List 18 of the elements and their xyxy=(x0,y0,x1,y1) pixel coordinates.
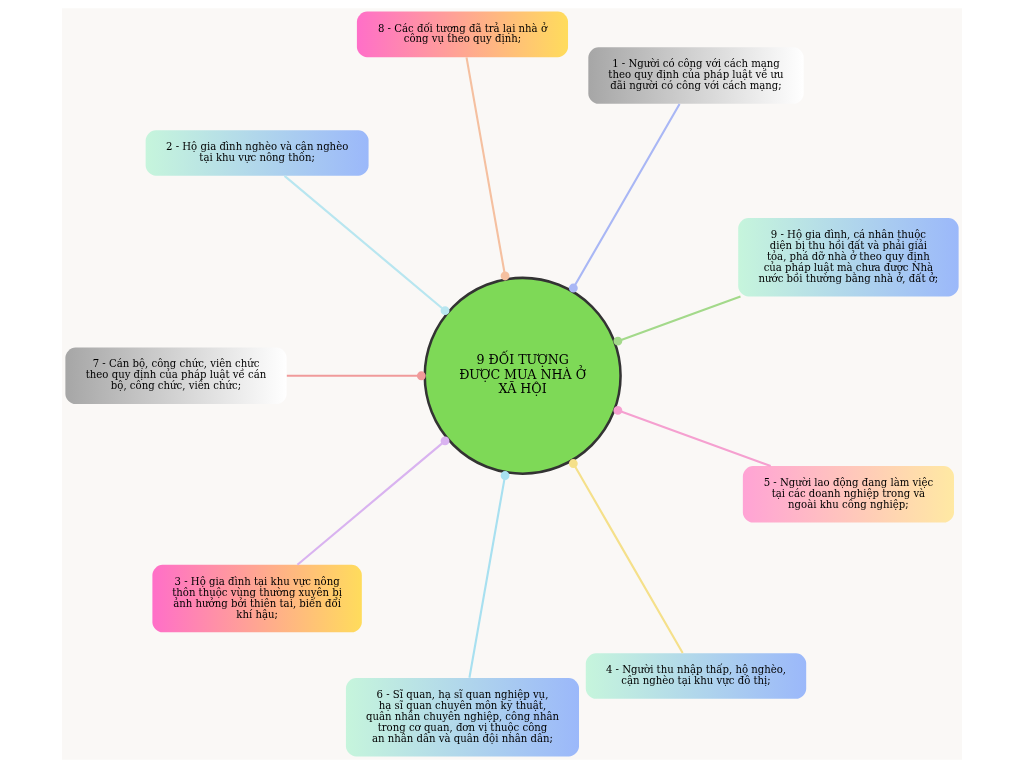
node-box: 1 - Người có công với cách mạng theo quy định của pháp luật về ưu đãi người có công với cách mạng; xyxy=(588,47,804,104)
node-box: 9 - Hộ gia đình, cá nhân thuộc diện bị thu hồi đất và phải giải tỏa, phá dỡ nhà ở theo quy định của pháp luật mà chưa được Nhà nước bồi thường bằng nhà ở, đất ở; xyxy=(738,217,959,297)
connector xyxy=(613,406,772,468)
connector xyxy=(613,295,741,346)
connector xyxy=(465,57,510,281)
node-box: 6 - Sĩ quan, hạ sĩ quan nghiệp vụ, hạ sĩ quan chuyên môn kỹ thuật, quân nhân chuyên nghiệp, công nhân trong cơ quan, đơn vị thuộc công an nhân dân và quân đội nhân dân; xyxy=(345,677,579,757)
connector xyxy=(286,371,426,381)
node-box: 4 - Người thu nhập thấp, hộ nghèo, cận nghèo tại khu vực đô thị; xyxy=(585,653,807,699)
connector xyxy=(296,436,450,566)
connector xyxy=(283,175,450,316)
node-box: 3 - Hộ gia đình tại khu vực nông thôn thuộc vùng thường xuyên bị ảnh hưởng bởi thiên tai, biến đổi khí hậu; xyxy=(152,564,362,633)
node-box: 5 - Người lao động đang làm việc tại các doanh nghiệp trong và ngoài khu công nghiệp; xyxy=(742,466,954,523)
connector xyxy=(468,471,510,678)
connector xyxy=(568,459,684,654)
connector xyxy=(568,103,681,293)
node-box: 2 - Hộ gia đình nghèo và cận nghèo tại khu vực nông thôn; xyxy=(145,130,369,176)
node-box: 8 - Các đối tượng đã trả lại nhà ở công vụ theo quy định; xyxy=(356,11,569,58)
node-box: 7 - Cán bộ, công chức, viên chức theo quy định của pháp luật về cán bộ, công chức, viên chức; xyxy=(65,347,287,405)
